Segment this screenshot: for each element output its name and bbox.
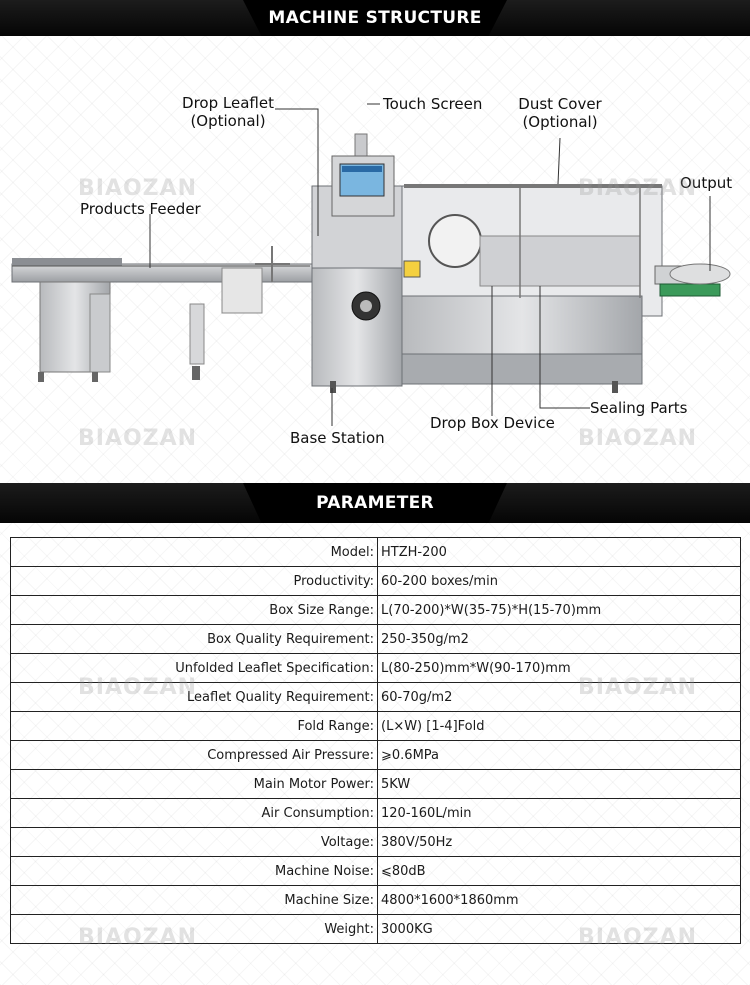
output-label: Output xyxy=(680,174,733,192)
products-feeder-conveyor xyxy=(11,246,313,382)
touch-screen-label: Touch Screen xyxy=(383,95,483,113)
parameter-key: Leaflet Quality Requirement: xyxy=(10,682,378,712)
table-row: Model:HTZH-200 xyxy=(10,537,741,567)
parameter-value: L(70-200)*W(35-75)*H(15-70)mm xyxy=(377,595,741,625)
parameter-key: Machine Noise: xyxy=(10,856,378,886)
table-row: Machine Noise:⩽80dB xyxy=(10,856,741,886)
parameter-key: Model: xyxy=(10,537,378,567)
banner-tab xyxy=(243,0,507,36)
table-row: Leaflet Quality Requirement:60-70g/m2 xyxy=(10,682,741,712)
table-row: Productivity:60-200 boxes/min xyxy=(10,566,741,596)
machine-structure-title: MACHINE STRUCTURE xyxy=(268,8,482,28)
parameter-value: ⩽80dB xyxy=(377,856,741,886)
banner-tab xyxy=(243,483,507,523)
drop-leaflet-label: Drop Leaflet (Optional) xyxy=(176,94,280,130)
parameter-value: 380V/50Hz xyxy=(377,827,741,857)
parameter-value: ⩾0.6MPa xyxy=(377,740,741,770)
table-row: Box Quality Requirement:250-350g/m2 xyxy=(10,624,741,654)
parameter-key: Productivity: xyxy=(10,566,378,596)
table-row: Box Size Range:L(70-200)*W(35-75)*H(15-7… xyxy=(10,595,741,625)
watermark: BIAOZAN xyxy=(78,176,198,201)
parameter-banner: PARAMETER xyxy=(0,483,750,523)
parameter-key: Air Consumption: xyxy=(10,798,378,828)
watermark: BIAOZAN xyxy=(578,675,698,700)
drop-box-device-label: Drop Box Device xyxy=(430,414,555,432)
parameter-value: 5KW xyxy=(377,769,741,799)
parameter-key: Compressed Air Pressure: xyxy=(10,740,378,770)
parameter-title: PARAMETER xyxy=(316,493,434,513)
leader-lines xyxy=(149,103,711,426)
machine-structure-banner: MACHINE STRUCTURE xyxy=(0,0,750,36)
dust-cover-label: Dust Cover (Optional) xyxy=(512,95,608,131)
table-row: Machine Size:4800*1600*1860mm xyxy=(10,885,741,915)
table-row: Voltage:380V/50Hz xyxy=(10,827,741,857)
table-row: Air Consumption:120-160L/min xyxy=(10,798,741,828)
machine-diagram: Drop Leaflet (Optional) Touch Screen Dus… xyxy=(0,36,750,483)
parameter-value: 3000KG xyxy=(377,914,741,944)
dust-cover-text: Dust Cover xyxy=(518,95,602,113)
watermark: BIAOZAN xyxy=(578,426,698,451)
parameter-key: Box Quality Requirement: xyxy=(10,624,378,654)
table-row: Fold Range:(L×W) [1-4]Fold xyxy=(10,711,741,741)
parameter-value: (L×W) [1-4]Fold xyxy=(377,711,741,741)
sealing-parts-label: Sealing Parts xyxy=(590,399,688,417)
drop-leaflet-sub: (Optional) xyxy=(190,112,266,130)
parameter-key: Main Motor Power: xyxy=(10,769,378,799)
parameter-key: Box Size Range: xyxy=(10,595,378,625)
products-feeder-label: Products Feeder xyxy=(80,200,201,218)
dust-cover-sub: (Optional) xyxy=(522,113,598,131)
watermark: BIAOZAN xyxy=(78,675,198,700)
parameter-value: 120-160L/min xyxy=(377,798,741,828)
parameter-value: L(80-250)mm*W(90-170)mm xyxy=(377,653,741,683)
main-machine-body xyxy=(311,184,663,393)
parameter-key: Voltage: xyxy=(10,827,378,857)
table-row: Main Motor Power:5KW xyxy=(10,769,741,799)
table-row: Compressed Air Pressure:⩾0.6MPa xyxy=(10,740,741,770)
parameter-key: Machine Size: xyxy=(10,885,378,915)
parameter-value: 4800*1600*1860mm xyxy=(377,885,741,915)
watermark: BIAOZAN xyxy=(578,176,698,201)
base-station-label: Base Station xyxy=(290,429,385,447)
parameter-key: Weight: xyxy=(10,914,378,944)
drop-leaflet-text: Drop Leaflet xyxy=(182,94,274,112)
table-row: Weight:3000KG xyxy=(10,914,741,944)
parameter-value: HTZH-200 xyxy=(377,537,741,567)
parameter-value: 250-350g/m2 xyxy=(377,624,741,654)
parameter-value: 60-70g/m2 xyxy=(377,682,741,712)
machine-illustration xyxy=(11,103,731,426)
parameter-key: Fold Range: xyxy=(10,711,378,741)
watermark: BIAOZAN xyxy=(78,426,198,451)
output-conveyor xyxy=(654,263,731,297)
parameter-value: 60-200 boxes/min xyxy=(377,566,741,596)
table-row: Unfolded Leaflet Specification:L(80-250)… xyxy=(10,653,741,683)
touch-screen-panel xyxy=(331,133,395,217)
watermark: BIAOZAN xyxy=(78,925,198,950)
watermark: BIAOZAN xyxy=(578,925,698,950)
